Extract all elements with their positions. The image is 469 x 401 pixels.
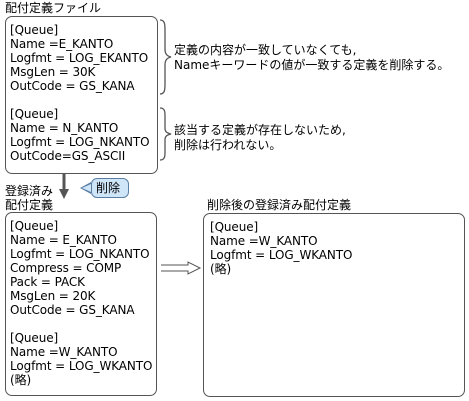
definition-file-box: [Queue] Name =E_KANTO Logfmt = LOG_EKANT… <box>5 16 158 174</box>
down-arrow-icon <box>59 174 69 199</box>
queue-header: [Queue] <box>10 219 59 233</box>
queue-header: [Queue] <box>210 220 259 234</box>
queue-logfmt-line: Logfmt = LOG_EKANTO <box>10 51 149 65</box>
queue-outcode-line: OutCode = GS_KANA <box>10 303 135 317</box>
queue-header: [Queue] <box>10 23 59 37</box>
queue-logfmt-line: Logfmt = LOG_WKANTO <box>210 248 353 262</box>
registered-definitions-title-line: 配付定義 <box>5 198 54 212</box>
brace-icon <box>159 19 172 95</box>
queue-logfmt-line: Logfmt = LOG_NKANTO <box>10 247 150 261</box>
queue-outcode-line: OutCode=GS_ASCII <box>10 149 126 163</box>
note-line: 該当する定義が存在しないため, <box>174 123 346 137</box>
queue-msglen-line: MsgLen = 20K <box>10 289 96 303</box>
queue-header: [Queue] <box>10 331 59 345</box>
queue-name-line: Name =E_KANTO <box>10 37 114 51</box>
note-line: 定義の内容が一致していなくても, <box>174 43 357 57</box>
note-line: 削除は行われない。 <box>174 138 282 152</box>
post-delete-definitions-box: [Queue] Name =W_KANTO Logfmt = LOG_WKANT… <box>203 213 465 397</box>
queue-compress-line: Compress = COMP <box>10 261 122 275</box>
queue-name-line: Name =W_KANTO <box>10 345 118 359</box>
right-arrow-icon <box>161 261 202 275</box>
delete-callout-badge <box>91 178 129 198</box>
queue-header: [Queue] <box>10 107 59 121</box>
queue-name-line: Name = N_KANTO <box>10 121 119 135</box>
queue-logfmt-line: Logfmt = LOG_NKANTO <box>10 135 150 149</box>
queue-logfmt-line: Logfmt = LOG_WKANTO <box>10 359 153 373</box>
registered-definitions-title-line: 登録済み <box>5 184 54 198</box>
note-line: Nameキーワードの値が一致する定義を削除する。 <box>174 58 450 72</box>
brace-icon <box>159 107 172 161</box>
queue-omitted-line: (略) <box>210 262 232 276</box>
queue-omitted-line: (略) <box>10 373 32 387</box>
queue-name-line: Name =W_KANTO <box>210 234 318 248</box>
queue-outcode-line: OutCode = GS_KANA <box>10 79 135 93</box>
queue-name-line: Name = E_KANTO <box>10 233 117 247</box>
callout-tail-fill <box>82 184 91 192</box>
delete-callout-label: 削除 <box>96 181 121 195</box>
definition-file-title: 配付定義ファイル <box>5 1 102 15</box>
queue-msglen-line: MsgLen = 30K <box>10 65 96 79</box>
queue-pack-line: Pack = PACK <box>10 275 85 289</box>
post-delete-definitions-title: 削除後の登録済み配付定義 <box>207 198 352 212</box>
registered-definitions-box: [Queue] Name = E_KANTO Logfmt = LOG_NKAN… <box>5 212 157 396</box>
